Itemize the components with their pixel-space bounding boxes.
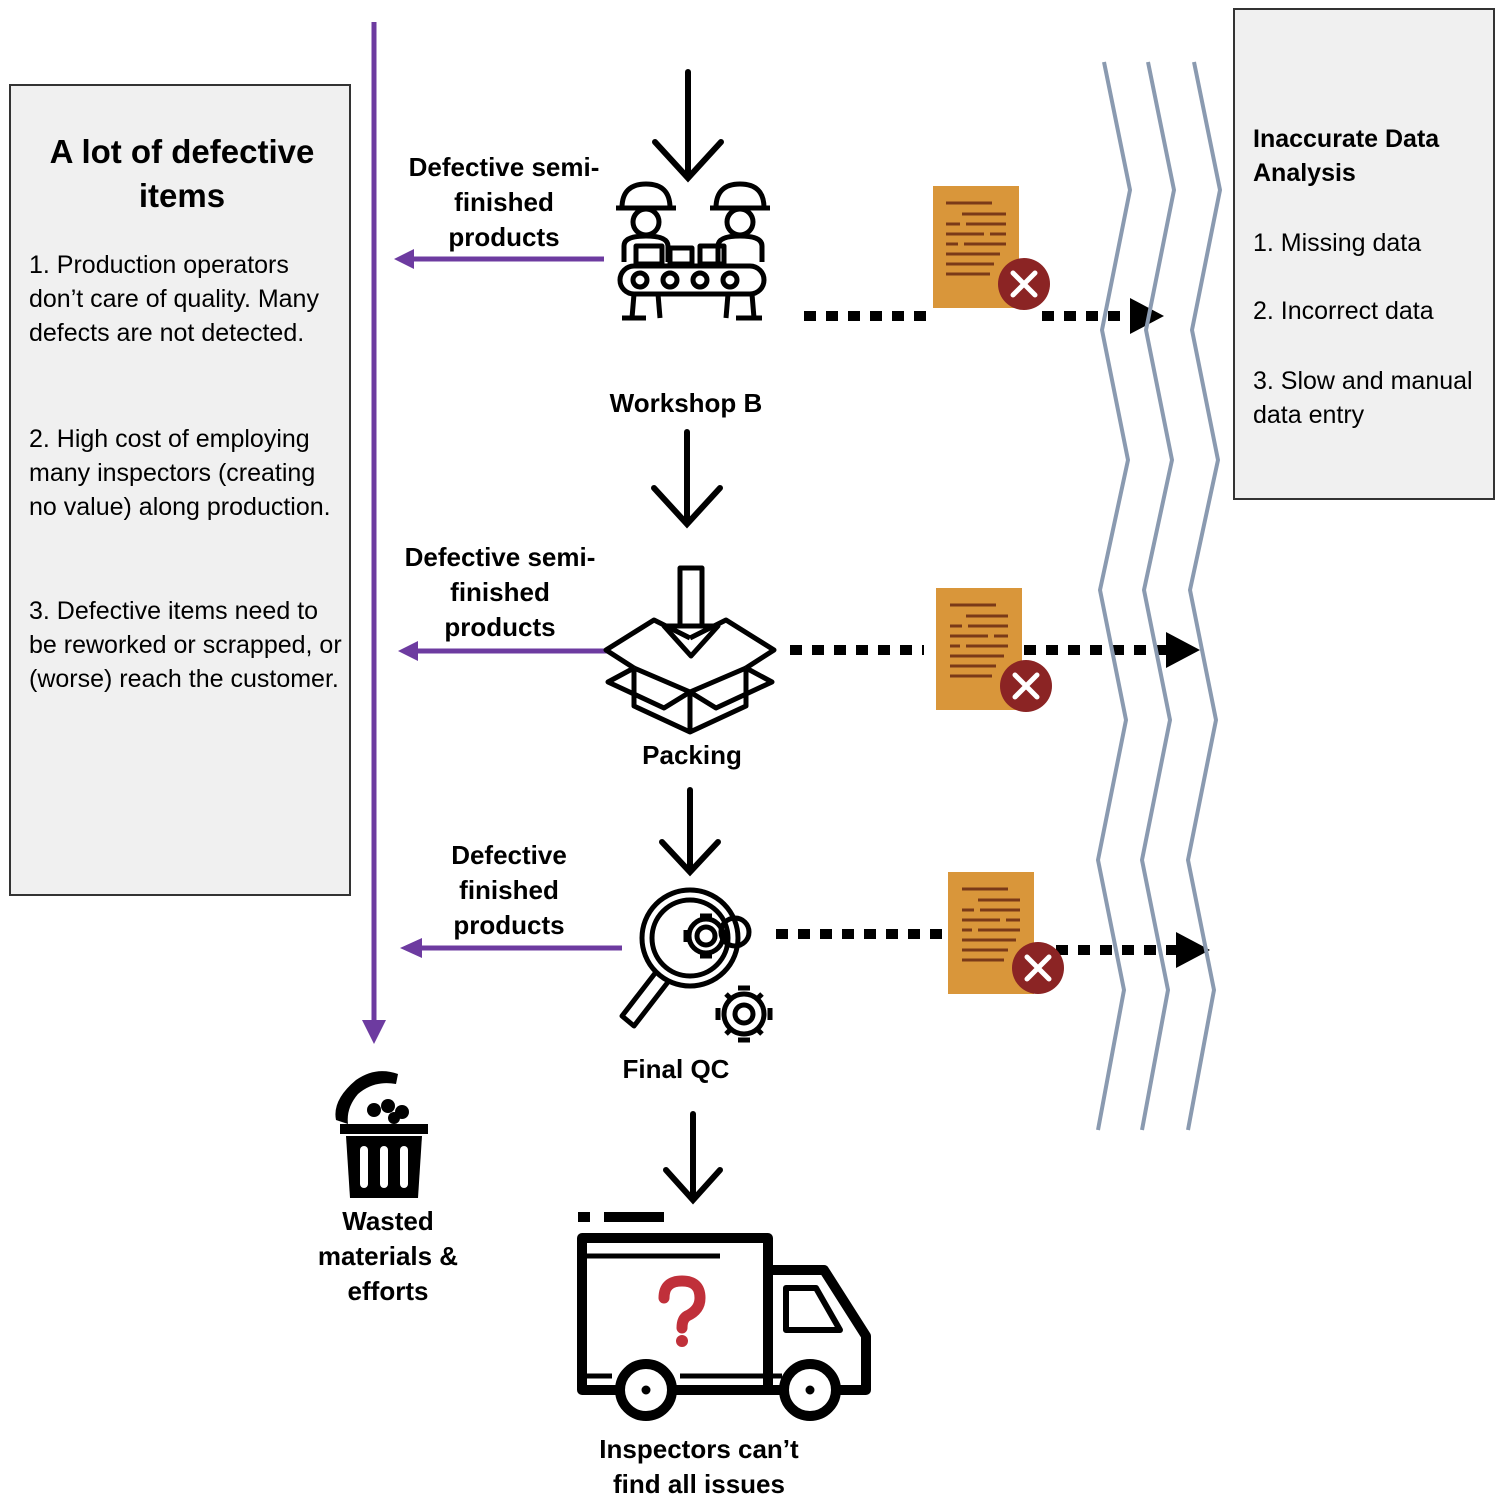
flow-arrow-qc-delivery xyxy=(663,1111,723,1205)
panel-item: 1. Missing data xyxy=(1253,229,1422,257)
defect-label-finalqc: Defective finished products xyxy=(451,840,567,940)
panel-item: 3. Defective items need to be reworked o… xyxy=(29,597,342,693)
defect-arrow-packing xyxy=(398,641,608,661)
delivery-label: Inspectors can’t find all issues xyxy=(599,1434,799,1499)
data-barrier-waves xyxy=(1095,61,1223,1131)
panel-title: A lot of defective items xyxy=(49,133,315,214)
panel-item: 2. High cost of employing many inspector… xyxy=(29,425,331,521)
delivery-truck-icon xyxy=(577,1212,871,1421)
rejected-document-icon xyxy=(936,588,1052,712)
flow-arrow-workshop-packing xyxy=(651,429,723,529)
panel-title: Inaccurate Data Analysis xyxy=(1253,125,1440,187)
question-mark-icon xyxy=(658,1275,706,1347)
stage-label-packing: Packing xyxy=(642,740,742,770)
trash-can-icon xyxy=(335,1071,428,1198)
dotted-arrow-packing xyxy=(790,632,1200,668)
stage-label-workshop: Workshop B xyxy=(609,388,763,418)
rejected-document-icon xyxy=(948,872,1064,994)
defect-label-workshop: Defective semi-finished products xyxy=(408,152,600,252)
defect-label-packing: Defective semi-finished products xyxy=(404,542,596,642)
flow-arrow-in xyxy=(652,69,724,183)
flow-arrow-packing-qc xyxy=(659,787,721,877)
panel-item: 2. Incorrect data xyxy=(1253,297,1434,325)
defect-arrow-finalqc xyxy=(400,938,622,958)
waste-collector-arrow xyxy=(362,22,386,1044)
box-packing-icon xyxy=(603,565,777,735)
workers-conveyor-icon xyxy=(616,181,770,321)
defective-items-panel: A lot of defective items 1. Production o… xyxy=(9,84,351,896)
defect-arrow-workshop xyxy=(394,249,604,269)
stage-label-finalqc: Final QC xyxy=(622,1054,730,1084)
rejected-document-icon xyxy=(933,186,1050,310)
panel-item: 1. Production operators don’t care of qu… xyxy=(29,251,319,347)
magnifier-gear-icon xyxy=(619,887,773,1043)
inaccurate-data-panel: Inaccurate Data Analysis 1. Missing data… xyxy=(1233,8,1495,500)
waste-label: Wasted materials & efforts xyxy=(317,1206,459,1306)
panel-item: 3. Slow and manual data entry xyxy=(1253,367,1473,429)
